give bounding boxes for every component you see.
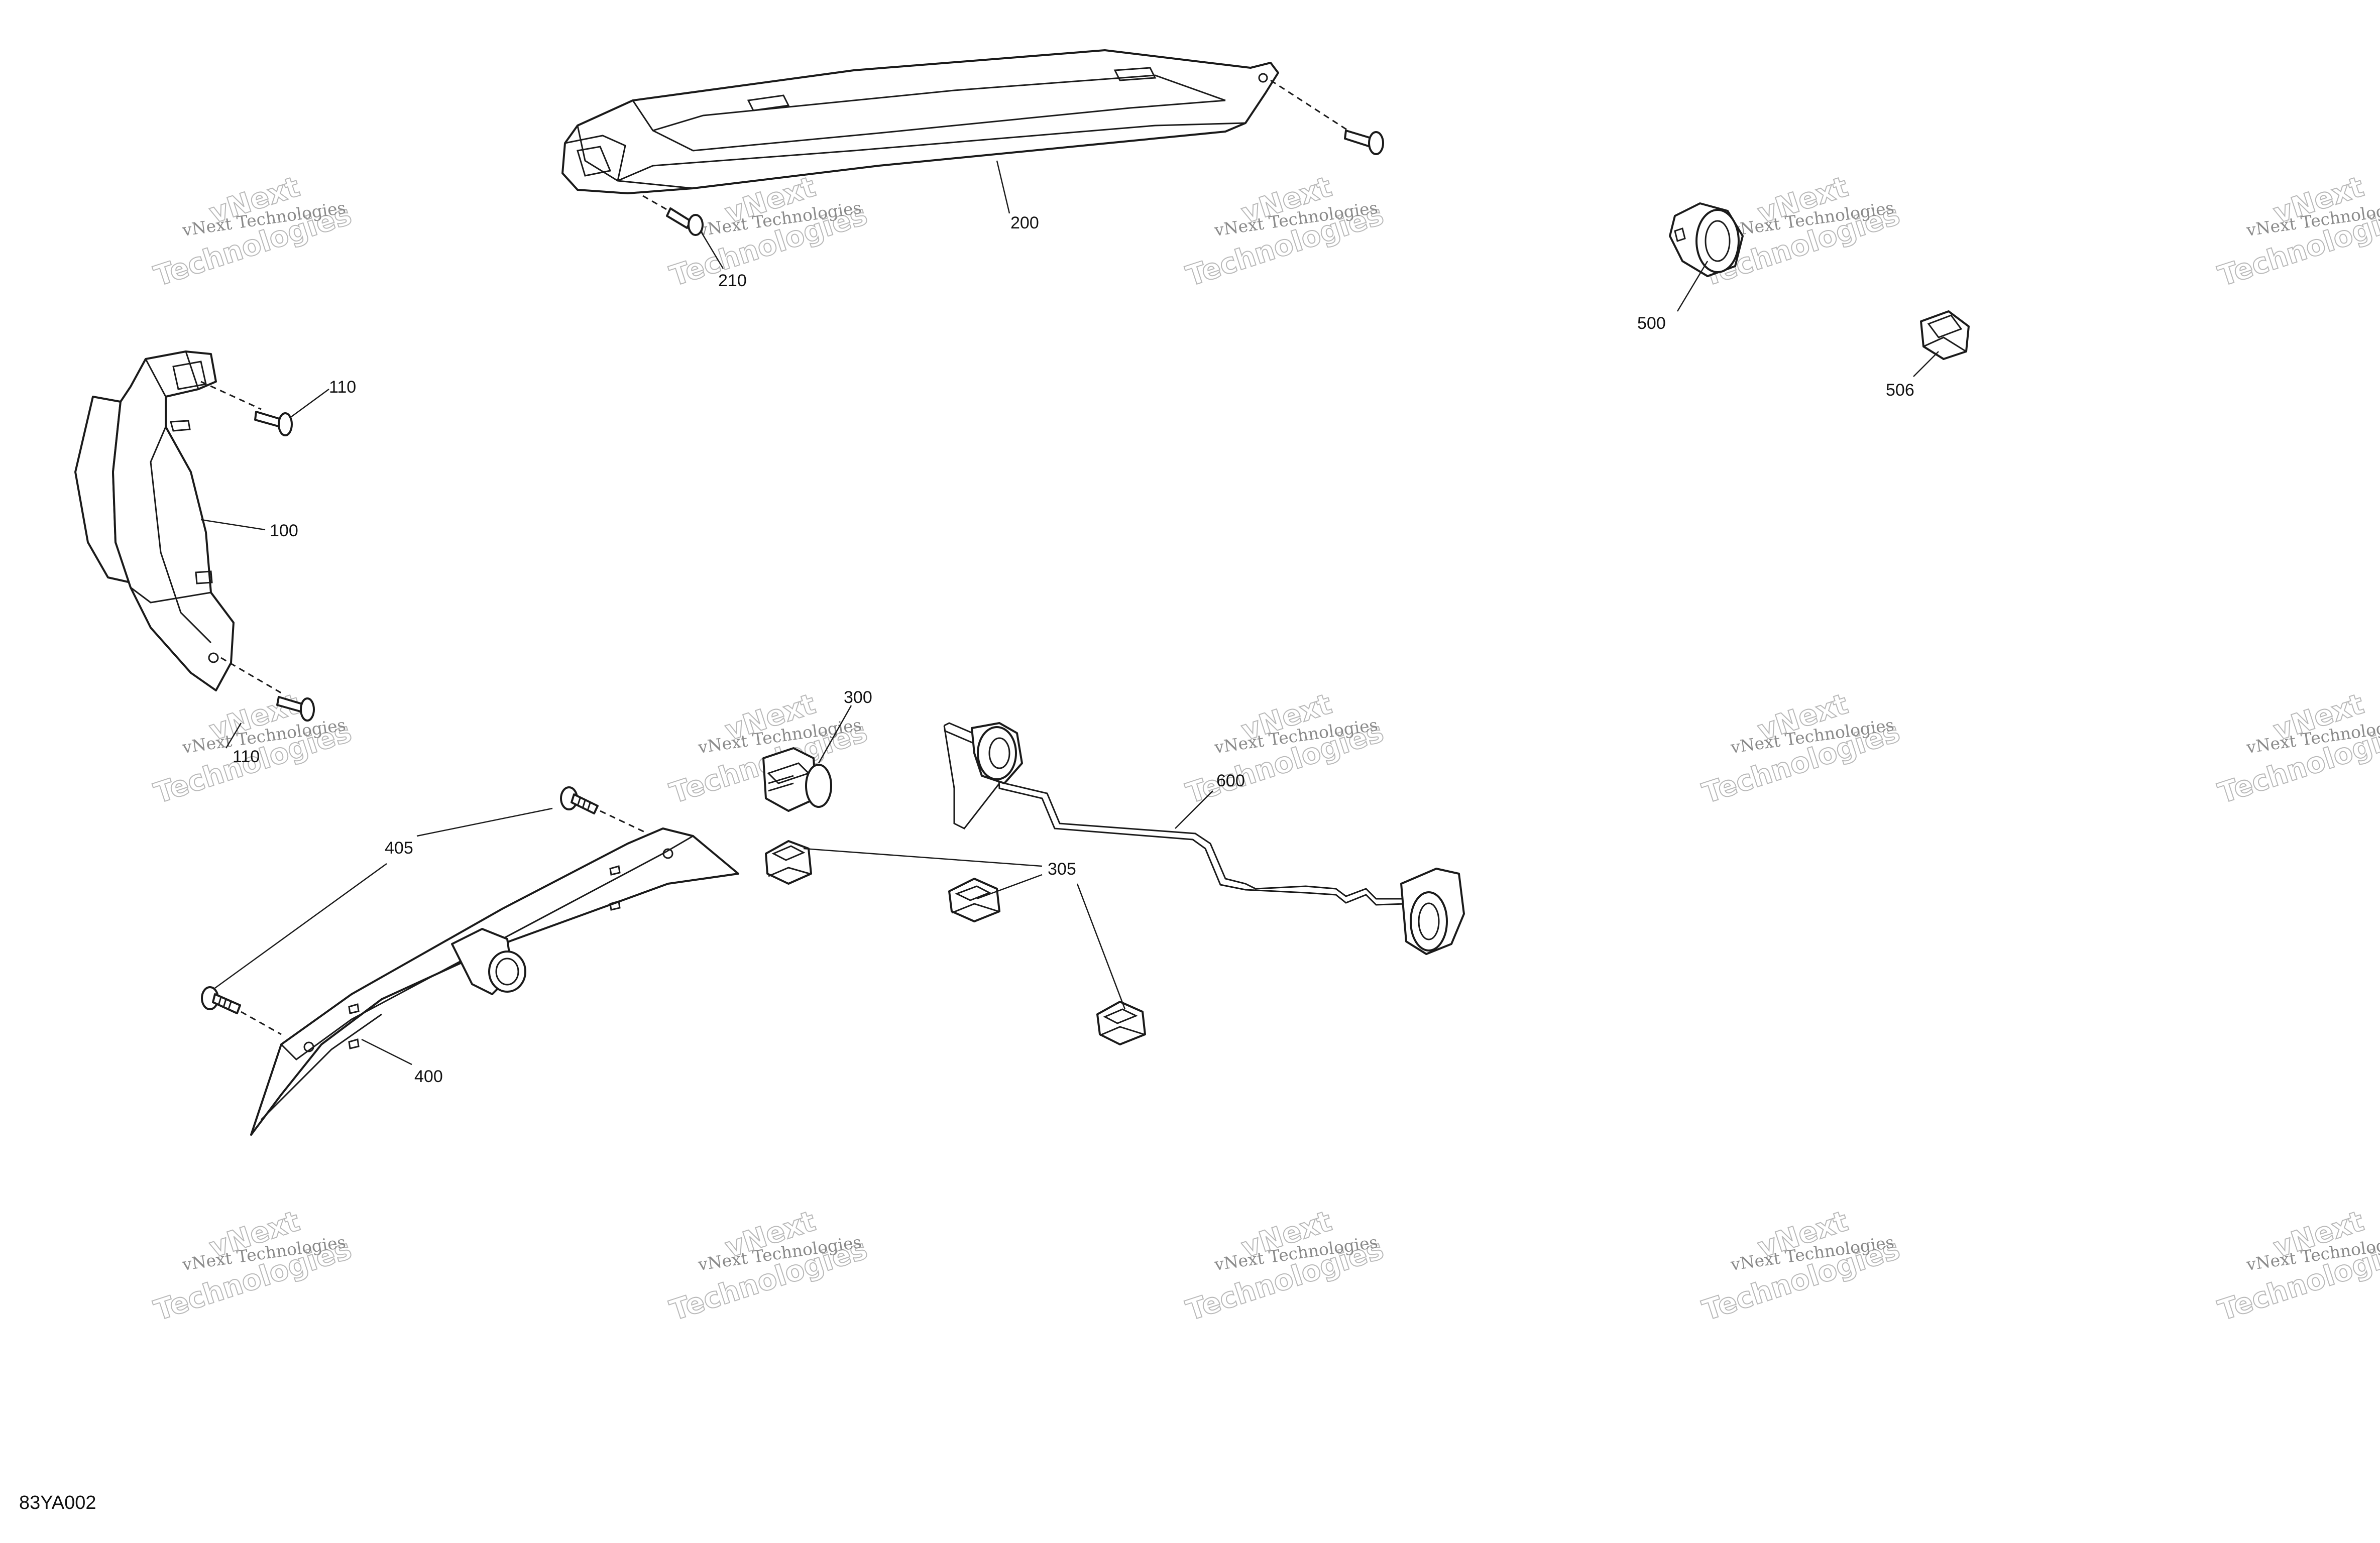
part-305-clip-a: [765, 840, 812, 885]
screw-210b: [1270, 79, 1384, 155]
diagram-reference-code: 83YA002: [19, 1492, 96, 1513]
part-305-clip-c: [1096, 1001, 1146, 1045]
callout-500: 500: [1637, 314, 1666, 333]
part-506-clip: [1920, 310, 1970, 360]
screw-405-top: [560, 786, 648, 835]
callout-405: 405: [385, 839, 413, 858]
callout-305: 305: [1048, 860, 1076, 879]
screw-210: [642, 195, 704, 236]
callout-506: 506: [1886, 381, 1914, 400]
callout-100: 100: [270, 521, 298, 540]
callout-400: 400: [414, 1067, 443, 1086]
callouts: 200 210 100 110 110 300 305 405 400 600 …: [233, 213, 1914, 1086]
part-300-connector: [762, 747, 832, 812]
part-100-cover: [74, 350, 235, 691]
part-600-harness: [943, 722, 1465, 955]
screw-405-bottom: [201, 986, 282, 1035]
screw-110-bottom: [220, 657, 315, 722]
leader-lines: [200, 160, 1939, 1065]
callout-110-top: 110: [329, 378, 356, 397]
callout-110-bottom: 110: [233, 747, 260, 766]
callout-210: 210: [718, 271, 747, 290]
part-400-lamp: [250, 827, 739, 1136]
screw-110-top: [200, 381, 293, 436]
part-305-clip-b: [948, 878, 1000, 922]
callout-300: 300: [844, 688, 872, 707]
callout-600: 600: [1216, 771, 1245, 790]
part-500-connector: [1669, 202, 1744, 277]
part-200-cover: [561, 49, 1279, 194]
callout-200: 200: [1010, 213, 1039, 232]
